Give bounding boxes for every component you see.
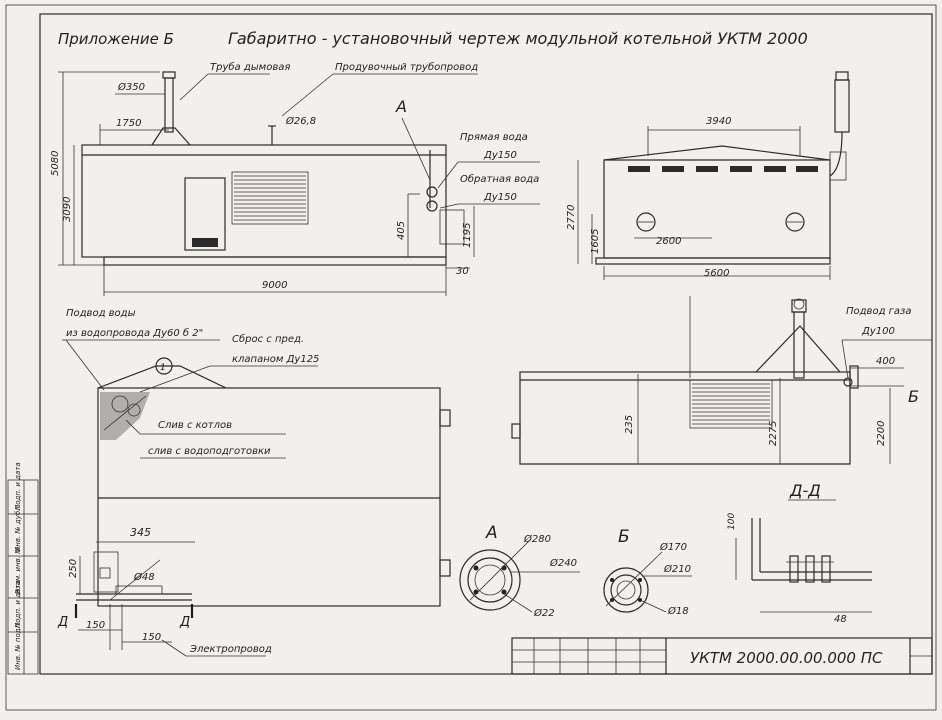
document-code: УКТМ 2000.00.00.000 ПС <box>690 649 883 667</box>
side-stamp-frame <box>7 479 39 675</box>
dim-chimney-diameter: Ø350 <box>117 81 145 93</box>
dim-250: 250 <box>68 559 79 578</box>
label-supply-water: Прямая вода <box>460 132 528 143</box>
side-stamp-labels: Инв. № подл. Подп. и дата Взам. инв. № И… <box>14 462 22 670</box>
dim-150a: 150 <box>86 620 105 631</box>
detail-b: Б Ø170 Ø210 Ø18 <box>603 527 692 617</box>
label-purge-pipe: Продувочный трубопровод <box>335 61 478 73</box>
dim-offset: 30 <box>456 266 469 277</box>
dim-inner-width: 2600 <box>656 236 681 247</box>
detail-a-d280: Ø280 <box>523 533 551 545</box>
detail-b-d210: Ø210 <box>663 563 691 575</box>
dim-base-height: 1605 <box>590 229 601 254</box>
side-label-3: Взам. инв. № <box>14 546 22 594</box>
side-label-4: Инв. № дубл. <box>14 504 22 552</box>
label-gas-dn: Ду100 <box>861 326 895 337</box>
dim-diameter-48: Ø48 <box>133 571 155 583</box>
detail-b-d170: Ø170 <box>659 541 687 553</box>
drawing-title: Габаритно - установочный чертеж модульно… <box>228 29 808 48</box>
dim-235: 235 <box>624 415 635 434</box>
dim-pipe-height: 405 <box>396 221 407 240</box>
detail-dim-48: 48 <box>834 614 847 625</box>
side-view: 3940 2770 1605 2600 5600 <box>566 71 850 280</box>
label-relief-1: Сброс с пред. <box>232 333 304 345</box>
dim-side-height: 2770 <box>566 205 577 230</box>
louver-grille <box>231 171 309 225</box>
side-grilles <box>628 166 818 172</box>
inner-frame <box>39 13 933 675</box>
front-view: 5080 3090 9000 30 Ø350 1750 Труба дымова… <box>50 61 540 296</box>
dim-roof-length: 3940 <box>706 116 731 127</box>
label-drain-2: слив с водоподготовки <box>148 446 271 457</box>
dim-2200: 2200 <box>876 421 887 446</box>
chimney <box>151 71 191 146</box>
section-mark-d-right: Д <box>179 615 190 630</box>
detail-a: А Ø280 Ø240 Ø22 <box>459 523 580 619</box>
label-drain-1: Слив с котлов <box>158 420 232 431</box>
section-mark-a: А <box>395 97 407 116</box>
dim-400: 400 <box>876 356 895 367</box>
plan-marker-1: 1 <box>160 363 166 373</box>
label-water-inlet-1: Подвод воды <box>66 308 136 319</box>
detail-a-title: А <box>485 523 498 543</box>
plan-view: 1 Подвод воды из водопровода Ду60 б 2" С… <box>57 308 451 657</box>
label-supply-dn: Ду150 <box>483 150 517 161</box>
label-water-inlet-2: из водопровода Ду60 б 2" <box>66 327 203 339</box>
section-mark-d-left: Д <box>57 615 68 630</box>
dim-345: 345 <box>130 526 151 539</box>
appendix-label: Приложение Б <box>58 30 174 48</box>
label-relief-2: клапаном Ду125 <box>232 354 319 365</box>
label-return-water: Обратная вода <box>460 173 539 185</box>
detail-a-d240: Ø240 <box>549 557 577 569</box>
detail-b-title: Б <box>618 527 630 547</box>
dim-side-width: 5600 <box>704 268 729 279</box>
section-louver <box>689 379 773 429</box>
detail-a-d22: Ø22 <box>533 607 555 619</box>
side-label-1: Инв. № подл. <box>14 622 22 670</box>
door <box>184 177 226 251</box>
title-block: УКТМ 2000.00.00.000 ПС <box>511 637 933 675</box>
dim-2275: 2275 <box>768 421 779 446</box>
label-gas-inlet: Подвод газа <box>846 306 911 317</box>
detail-dim-100: 100 <box>727 513 737 530</box>
label-electric: Электропровод <box>189 644 272 655</box>
burner-port-left <box>636 212 656 232</box>
label-chimney: Труба дымовая <box>210 61 290 73</box>
section-mark-b: Б <box>908 387 919 406</box>
detail-b-d18: Ø18 <box>667 605 689 617</box>
dim-body-height: 3090 <box>62 197 73 222</box>
detail-bracket: 100 48 <box>727 513 872 625</box>
outer-frame <box>5 4 937 711</box>
dim-chimney-offset: 1750 <box>116 118 141 129</box>
dim-length: 9000 <box>262 280 287 291</box>
dim-pipe-height-2: 1195 <box>462 223 473 248</box>
dim-150b: 150 <box>142 632 161 643</box>
section-dd: Подвод газа Ду100 400 Б 2200 2275 235 Д-… <box>511 296 932 501</box>
side-label-5: Подп. и дата <box>14 462 22 510</box>
dim-purge-diameter: Ø26,8 <box>285 115 316 127</box>
water-inlet-assembly <box>100 392 150 440</box>
burner-port-right <box>785 212 805 232</box>
dim-total-height: 5080 <box>50 151 61 176</box>
side-label-2: Подп. и дата <box>14 580 22 628</box>
label-return-dn: Ду150 <box>483 192 517 203</box>
section-title-dd: Д-Д <box>789 481 821 500</box>
